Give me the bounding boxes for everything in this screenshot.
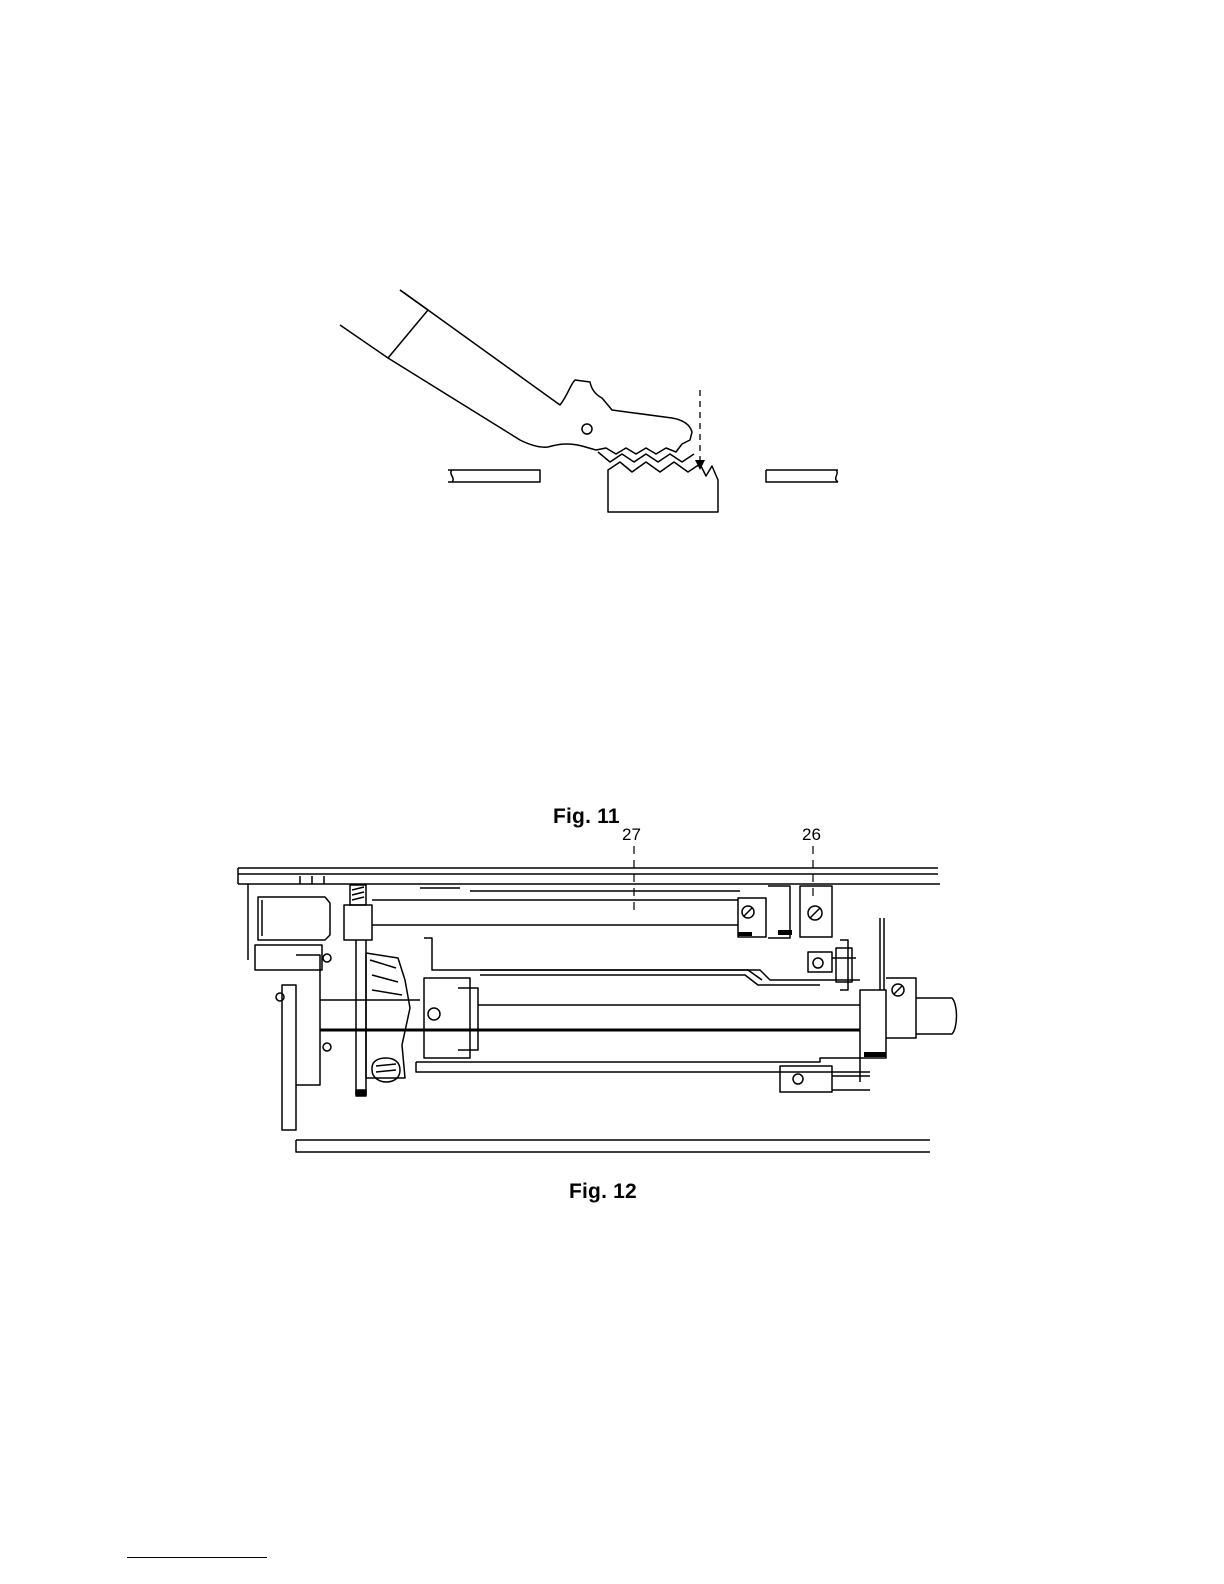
- callout-26: 26: [802, 825, 821, 845]
- pivot-hole: [582, 424, 592, 434]
- exit-shaft: [916, 998, 957, 1034]
- upper-teeth-row: [598, 452, 694, 462]
- right-collar: [738, 898, 766, 937]
- callout-27: 27: [622, 825, 641, 845]
- threaded-collar: [344, 905, 372, 940]
- figure-11: Fig. 11: [0, 270, 1224, 570]
- figure-12: [0, 810, 1224, 1210]
- left-clamp: [258, 897, 330, 940]
- figure-12-caption: Fig. 12: [569, 1180, 637, 1204]
- feed-dog-diagram: [0, 270, 1224, 570]
- feed-dog-teeth: [608, 462, 718, 512]
- footnote-rule: [127, 1557, 267, 1558]
- spring-gear: [832, 940, 856, 990]
- left-lower-block: [255, 945, 322, 970]
- central-bracket: [424, 938, 860, 980]
- needle-plate-left: [448, 470, 540, 482]
- bracket-hole: [428, 1008, 440, 1020]
- lever-body: [388, 290, 692, 454]
- bottom-rail: [296, 1140, 930, 1152]
- upper-shaft-27: [372, 888, 740, 925]
- reference-arrowhead: [695, 460, 705, 470]
- feed-mechanism-diagram: [0, 810, 1224, 1210]
- left-cam: [366, 953, 410, 1078]
- right-upright: [880, 918, 884, 990]
- left-bracket-arm: [282, 985, 296, 1130]
- needle-plate-right: [766, 470, 838, 482]
